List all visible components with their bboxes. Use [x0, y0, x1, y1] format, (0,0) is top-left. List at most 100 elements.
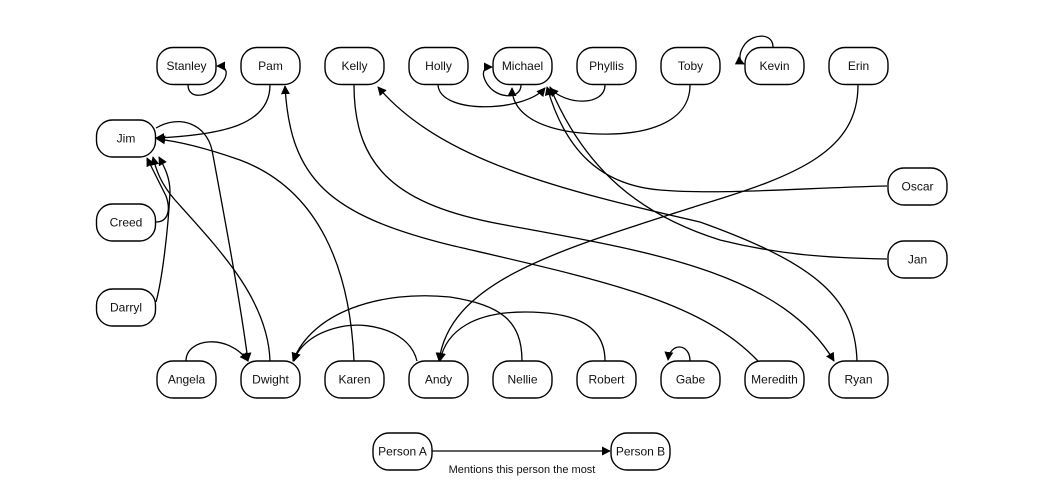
node-pam: Pam [240, 46, 301, 86]
edge-robert-to-andy [437, 311, 606, 362]
edge-darryl-to-jim [155, 156, 171, 303]
edge-creed-to-jim [146, 157, 169, 223]
node-label: Darryl [110, 301, 142, 315]
node-label: Pam [258, 59, 283, 73]
node-box [744, 46, 805, 86]
node-label: Gabe [676, 373, 706, 387]
node-kevin: Kevin [744, 46, 805, 86]
node-label: Creed [110, 216, 143, 230]
node-holly: Holly [408, 46, 469, 86]
node-box [828, 46, 889, 86]
edge-toby-to-michael [507, 84, 691, 135]
node-box [492, 360, 553, 399]
node-kelly: Kelly [324, 46, 385, 86]
node-jim: Jim [95, 119, 157, 158]
node-ryan: Ryan [828, 360, 889, 399]
edge-angela-to-dwight [185, 341, 249, 362]
edges-layer [146, 35, 888, 362]
edge-nellie-to-dwight [291, 295, 523, 362]
node-karen: Karen [324, 360, 385, 399]
node-robert: Robert [576, 360, 637, 399]
node-box [240, 360, 301, 399]
legend-node-box [372, 432, 433, 471]
edge-karen-to-jim [156, 135, 355, 362]
node-label: Phyllis [589, 59, 624, 73]
node-box [240, 46, 301, 86]
node-label: Michael [502, 59, 543, 73]
node-box [828, 360, 889, 399]
node-label: Angela [168, 373, 206, 387]
edge-pam-to-jim [155, 84, 271, 143]
node-andy: Andy [408, 360, 469, 399]
node-box [660, 46, 721, 86]
node-label: Kevin [759, 59, 789, 73]
node-dwight: Dwight [240, 360, 301, 399]
node-toby: Toby [660, 46, 721, 86]
legend-node-box [610, 432, 671, 471]
node-box [156, 46, 217, 86]
node-box [576, 360, 637, 399]
node-label: Erin [848, 59, 869, 73]
node-box [660, 360, 721, 399]
edge-phyllis-to-michael [549, 84, 606, 102]
node-label: Holly [425, 59, 452, 73]
node-angela: Angela [156, 360, 217, 399]
node-label: Nellie [507, 373, 537, 387]
edge-holly-to-michael [437, 84, 546, 108]
node-label: Dwight [252, 373, 289, 387]
edge-jim-to-dwight [155, 121, 252, 362]
node-michael: Michael [492, 46, 553, 86]
node-box [324, 360, 385, 399]
legend-node-label: Person B [616, 445, 665, 459]
node-label: Kelly [341, 59, 367, 73]
edge-jan-to-michael [549, 86, 888, 260]
edge-michael-to-michael [482, 62, 522, 97]
nodes-layer: Stanley Pam Kelly Holly Michael Phyllis Toby Ke… [95, 46, 948, 399]
node-box [95, 203, 157, 242]
edge-andy-to-dwight [292, 324, 418, 362]
edge-meredith-to-pam [280, 85, 759, 362]
node-box [95, 288, 157, 327]
legend: Person A Person B Mentions this person t… [372, 432, 671, 476]
legend-node-label: Person A [378, 445, 427, 459]
edge-kevin-to-kevin [734, 35, 774, 65]
edge-gabe-to-gabe [664, 346, 691, 362]
node-box [95, 119, 157, 158]
node-box [744, 360, 805, 399]
node-box [324, 46, 385, 86]
node-label: Jim [117, 132, 136, 146]
edge-erin-to-andy [435, 84, 859, 362]
node-erin: Erin [828, 46, 889, 86]
node-box [576, 46, 637, 86]
node-gabe: Gabe [660, 360, 721, 399]
edge-ryan-to-kelly [377, 86, 858, 362]
legend-caption: Mentions this person the most [449, 464, 596, 476]
edge-oscar-to-michael [544, 86, 888, 193]
node-label: Meredith [751, 373, 798, 387]
edge-dwight-to-jim [150, 156, 271, 362]
node-label: Toby [678, 59, 703, 73]
edge-kelly-to-ryan [353, 84, 835, 362]
node-label: Robert [588, 373, 625, 387]
node-nellie: Nellie [492, 360, 553, 399]
node-label: Andy [425, 373, 452, 387]
node-label: Ryan [844, 373, 872, 387]
node-phyllis: Phyllis [576, 46, 637, 86]
edge-stanley-to-stanley [187, 61, 227, 96]
node-box [887, 167, 948, 206]
node-box [887, 240, 948, 279]
node-box [408, 360, 469, 399]
node-label: Jan [908, 253, 927, 267]
node-stanley: Stanley [156, 46, 217, 86]
node-label: Karen [338, 373, 370, 387]
node-label: Oscar [901, 180, 933, 194]
node-meredith: Meredith [744, 360, 805, 399]
legend-node-person-b: Person B [610, 432, 671, 471]
node-box [492, 46, 553, 86]
node-jan: Jan [887, 240, 948, 279]
node-box [156, 360, 217, 399]
node-box [408, 46, 469, 86]
node-label: Stanley [166, 59, 206, 73]
legend-node-person-a: Person A [372, 432, 433, 471]
